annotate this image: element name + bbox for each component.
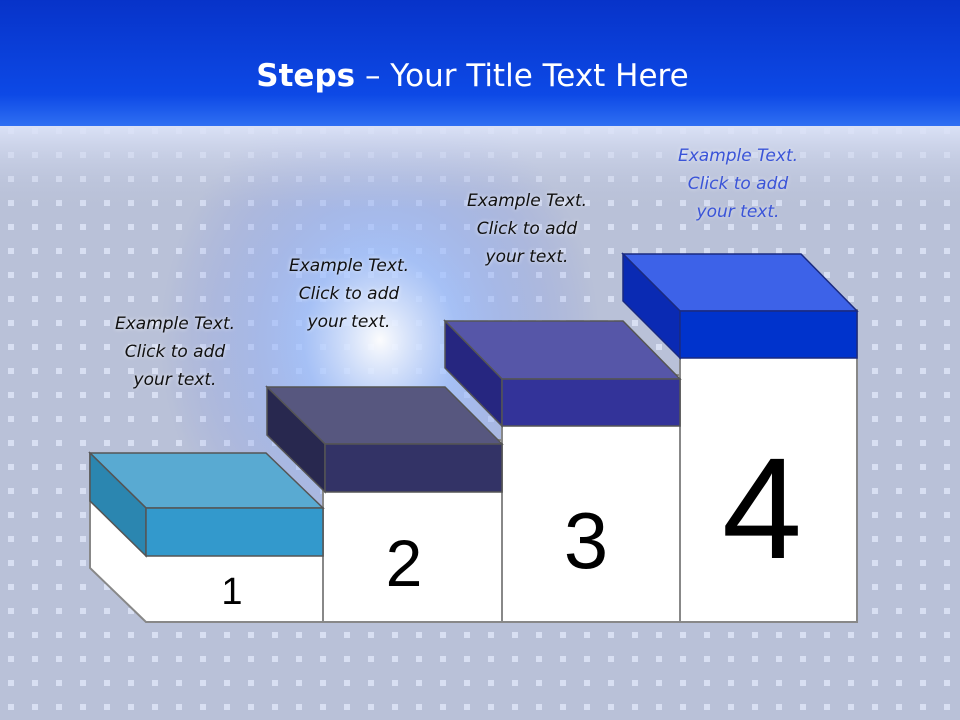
step-2-caption[interactable]: Example Text. Click to add your text. (288, 256, 410, 332)
step-1-number: 1 (221, 571, 242, 613)
step-3-block[interactable] (443, 319, 682, 428)
step-1-caption[interactable]: Example Text. Click to add your text. (114, 314, 236, 390)
step-3-number: 3 (564, 496, 609, 585)
step-1-block[interactable] (88, 451, 325, 558)
step-4-block[interactable] (621, 252, 859, 360)
step-2-number: 2 (386, 526, 423, 600)
step-4-caption[interactable]: Example Text. Click to add your text. (677, 146, 799, 222)
title-bold: Steps (256, 58, 356, 94)
step-4-column (679, 309, 858, 623)
page-title: Steps – Your Title Text Here (0, 54, 945, 98)
step-3-caption[interactable]: Example Text. Click to add your text. (466, 191, 588, 267)
step-2-block[interactable] (265, 385, 504, 494)
step-4-number: 4 (722, 428, 802, 589)
title-rest: – Your Title Text Here (355, 58, 689, 94)
